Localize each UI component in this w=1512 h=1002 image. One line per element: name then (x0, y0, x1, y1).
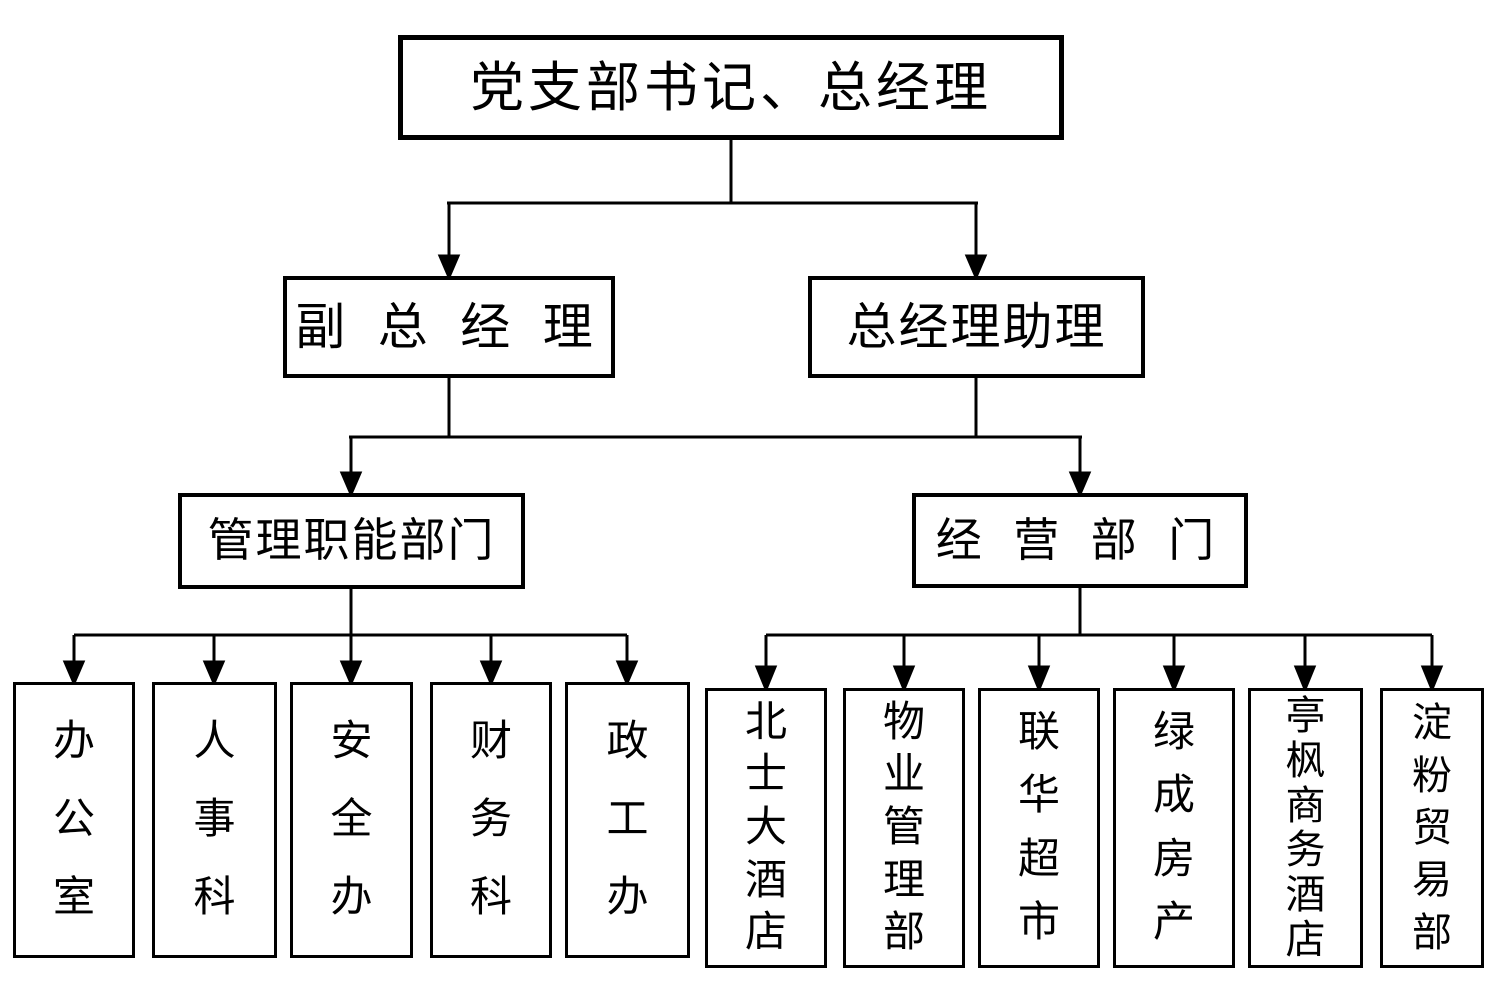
org-node-tingfeng-business-hotel: 亭枫商务酒店 (1248, 688, 1363, 968)
org-node-personnel-section-label: 人事科 (193, 719, 236, 921)
arrowhead-down-icon (1162, 665, 1186, 693)
org-node-deputy-general-manager-label: 副 总 经 理 (295, 299, 603, 355)
org-node-property-management-dept-label: 物业管理部 (882, 699, 925, 957)
org-node-safety-office: 安全办 (290, 682, 413, 958)
org-node-safety-office-label: 安全办 (330, 719, 373, 921)
org-node-starch-trading-dept-label: 淀粉贸易部 (1412, 700, 1452, 955)
org-node-root-label: 党支部书记、总经理 (470, 57, 992, 118)
org-node-lianhua-supermarket-label: 联华超市 (1017, 710, 1060, 946)
arrowhead-down-icon (479, 660, 503, 687)
arrowhead-down-icon (339, 471, 363, 498)
arrowhead-down-icon (615, 660, 639, 687)
org-node-lianhua-supermarket: 联华超市 (978, 688, 1100, 968)
org-node-general-manager-assistant: 总经理助理 (808, 276, 1145, 378)
org-node-office: 办公室 (13, 682, 135, 958)
org-node-finance-section: 财务科 (430, 682, 552, 958)
org-node-property-management-dept: 物业管理部 (843, 688, 965, 968)
org-node-starch-trading-dept: 淀粉贸易部 (1380, 688, 1484, 968)
arrowhead-down-icon (437, 254, 461, 281)
org-node-management-functional-departments-label: 管理职能部门 (207, 515, 496, 566)
org-node-general-manager-assistant-label: 总经理助理 (846, 299, 1107, 355)
org-node-political-work-office-label: 政工办 (606, 719, 649, 921)
arrowhead-down-icon (754, 665, 778, 693)
arrowhead-down-icon (1293, 665, 1317, 693)
arrowhead-down-icon (1068, 471, 1092, 498)
org-node-personnel-section: 人事科 (152, 682, 277, 958)
org-node-operating-departments: 经 营 部 门 (912, 493, 1248, 588)
org-node-operating-departments-label: 经 营 部 门 (935, 514, 1225, 566)
org-node-deputy-general-manager: 副 总 经 理 (283, 276, 615, 378)
arrowhead-down-icon (892, 665, 916, 693)
org-node-finance-section-label: 财务科 (469, 719, 512, 921)
org-node-lvcheng-real-estate: 绿成房产 (1113, 688, 1235, 968)
arrowhead-down-icon (62, 660, 86, 687)
arrowhead-down-icon (1420, 665, 1444, 693)
arrowhead-down-icon (964, 254, 988, 281)
arrowhead-down-icon (339, 660, 363, 687)
org-node-management-functional-departments: 管理职能部门 (178, 493, 525, 589)
org-node-political-work-office: 政工办 (565, 682, 690, 958)
org-node-beishida-hotel: 北士大酒店 (705, 688, 827, 968)
arrowhead-down-icon (202, 660, 226, 687)
org-node-office-label: 办公室 (52, 719, 95, 921)
org-node-root: 党支部书记、总经理 (398, 35, 1064, 140)
org-node-lvcheng-real-estate-label: 绿成房产 (1152, 710, 1195, 946)
arrowhead-down-icon (1027, 665, 1051, 693)
org-node-tingfeng-business-hotel-label: 亭枫商务酒店 (1285, 692, 1326, 963)
org-node-beishida-hotel-label: 北士大酒店 (744, 699, 787, 957)
